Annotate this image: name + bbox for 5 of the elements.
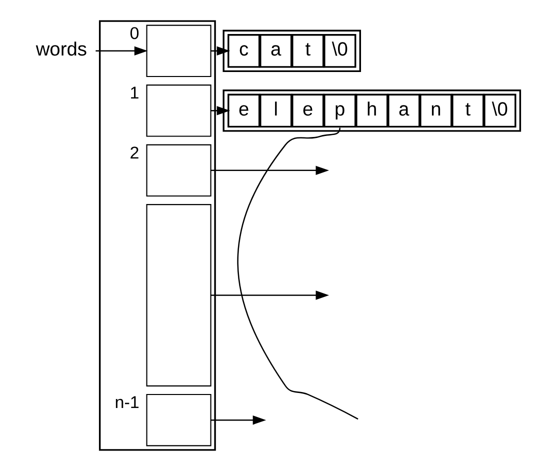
node-label: 2: [129, 143, 139, 162]
node-label: 1: [129, 84, 139, 103]
node-label: n-1: [114, 393, 139, 412]
node-text: words: [35, 40, 87, 61]
node-label: 0: [129, 24, 139, 43]
